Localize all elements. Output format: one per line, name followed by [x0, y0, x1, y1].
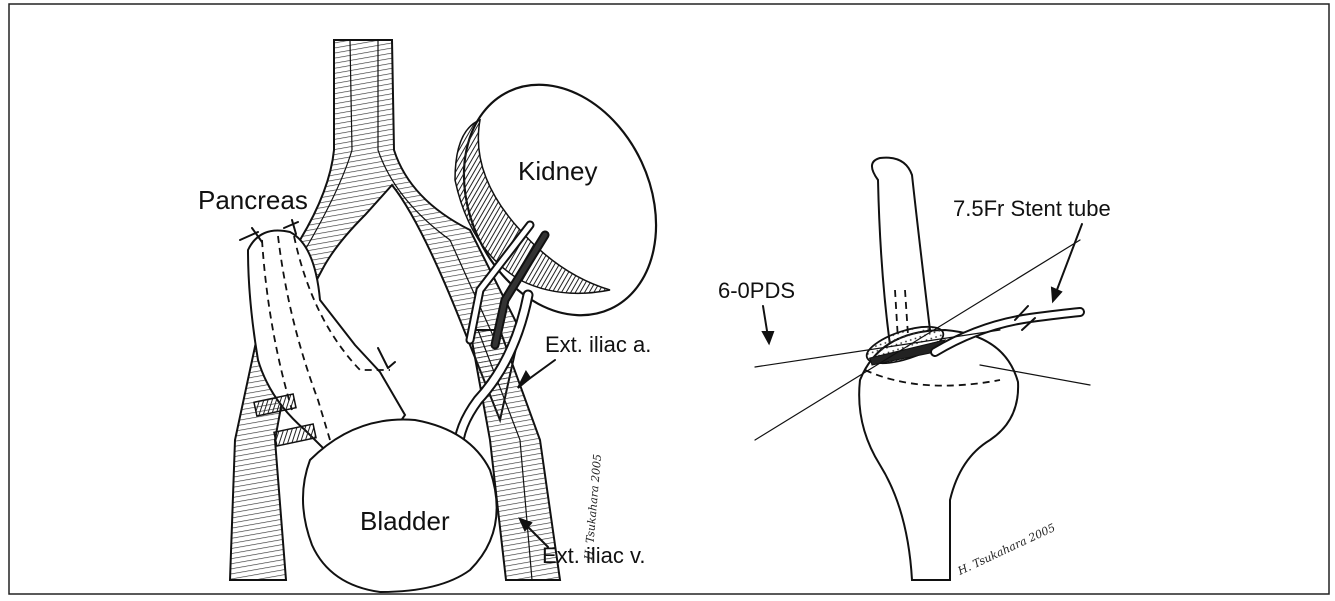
figure-frame: [9, 4, 1329, 594]
label-ext-iliac-artery: Ext. iliac a.: [545, 332, 651, 357]
label-pancreas: Pancreas: [198, 185, 308, 215]
label-suture: 6-0PDS: [718, 278, 795, 303]
graft-tube: [872, 158, 930, 345]
arrow-ext-iliac-artery: [518, 360, 555, 388]
arrow-stent-tube: [1052, 224, 1082, 301]
label-kidney: Kidney: [518, 156, 598, 186]
arrow-suture: [763, 306, 773, 343]
artist-signature-right: H. Tsukahara 2005: [955, 521, 1057, 578]
left-panel: Pancreas Kidney Bladder Ext. iliac a. Ex…: [198, 40, 692, 592]
label-bladder: Bladder: [360, 506, 450, 536]
right-panel: 6-0PDS 7.5Fr Stent tube H. Tsukahara 200…: [718, 158, 1111, 580]
label-stent-tube: 7.5Fr Stent tube: [953, 196, 1111, 221]
